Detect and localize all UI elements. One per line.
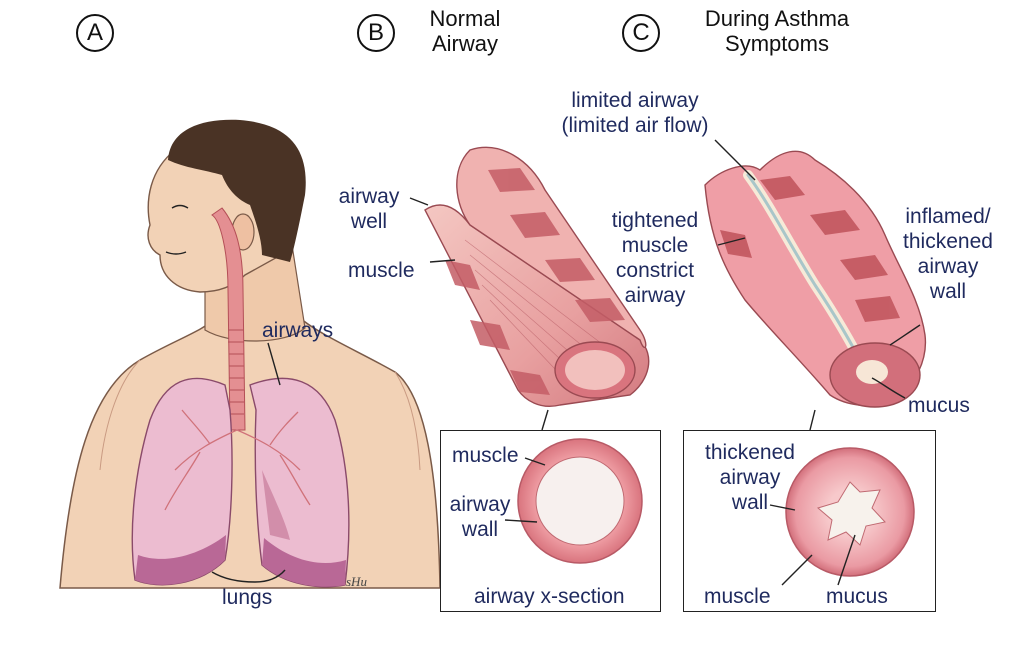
airway-wall-label-line2: well xyxy=(350,210,388,233)
xsection-wall-label-line2: wall xyxy=(461,518,499,541)
xsection-caption: airway x-section xyxy=(474,585,625,608)
asthma-xsection-mucus-label: mucus xyxy=(826,585,888,608)
panel-c-title-line1: During Asthma xyxy=(704,6,850,31)
thickened-label-line1: thickened xyxy=(705,441,795,464)
panel-b-badge: B xyxy=(357,14,395,52)
airway-wall-label-line1: airway xyxy=(338,185,400,208)
mucus-label-c: mucus xyxy=(908,394,970,417)
limited-airway-label: limited airway (limited air flow) xyxy=(530,88,740,138)
hair xyxy=(168,119,306,262)
panel-c-title: During Asthma Symptoms xyxy=(672,6,882,56)
asthma-cross-section-box xyxy=(683,430,936,612)
panel-b-title: Normal Airway xyxy=(410,6,520,56)
panel-a-badge: A xyxy=(76,14,114,52)
tightened-label-line3: constrict xyxy=(615,259,695,282)
normal-cross-section-box xyxy=(440,430,661,612)
limited-airway-label-line1: limited airway xyxy=(571,89,699,112)
xsection-wall-label-line1: airway xyxy=(449,493,511,516)
lungs-label: lungs xyxy=(222,586,273,609)
inflamed-label-line3: airway xyxy=(917,255,979,278)
thickened-label-line2: airway xyxy=(719,466,781,489)
asthma-cross-section xyxy=(785,447,915,577)
tightened-label-line4: airway xyxy=(624,284,686,307)
tightened-label-line2: muscle xyxy=(621,234,689,257)
thickened-label-line3: wall xyxy=(731,491,769,514)
muscle-label-b: muscle xyxy=(348,259,415,282)
limited-airway-label-line2: (limited air flow) xyxy=(561,114,709,137)
airway-wall-label: airway well xyxy=(330,184,408,234)
panel-b-title-line2: Airway xyxy=(431,31,498,56)
torso xyxy=(59,317,441,589)
panel-b-title-line1: Normal xyxy=(429,6,501,31)
panel-c-badge: C xyxy=(622,14,660,52)
normal-cross-section xyxy=(517,438,643,564)
tightened-muscle-label: tightened muscle constrict airway xyxy=(590,208,720,308)
lungs xyxy=(131,377,350,588)
inflamed-wall-label: inflamed/ thickened airway wall xyxy=(886,204,1010,304)
thickened-wall-label: thickened airway wall xyxy=(688,440,812,515)
panel-c-title-line2: Symptoms xyxy=(725,31,829,56)
tightened-label-line1: tightened xyxy=(611,209,699,232)
xsection-wall-label: airway wall xyxy=(444,492,516,542)
airways-label: airways xyxy=(262,319,334,342)
asthma-airway-tube xyxy=(704,150,927,408)
inflamed-label-line2: thickened xyxy=(903,230,993,253)
xsection-muscle-label: muscle xyxy=(452,444,519,467)
asthma-xsection-muscle-label: muscle xyxy=(704,585,771,608)
artist-signature: sHu xyxy=(346,574,367,589)
trachea xyxy=(211,207,246,431)
inflamed-label-line1: inflamed/ xyxy=(905,205,991,228)
inflamed-label-line4: wall xyxy=(929,280,967,303)
normal-airway-tube xyxy=(424,146,650,407)
